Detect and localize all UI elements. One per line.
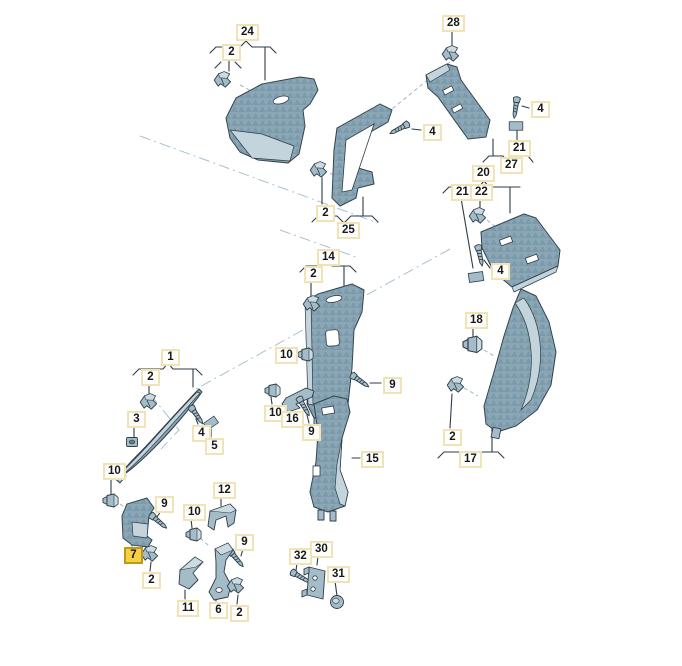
callout-5[interactable]: 5 [205,438,224,455]
callout-22[interactable]: 22 [470,184,493,201]
callout-2[interactable]: 2 [230,605,249,622]
part-25-frame-trim[interactable] [331,103,393,207]
callout-21[interactable]: 21 [508,140,531,157]
callout-2[interactable]: 2 [304,266,323,283]
callout-10[interactable]: 10 [275,347,298,364]
callout-32[interactable]: 32 [289,548,312,565]
part-24-quarter-trim[interactable] [225,76,319,164]
callout-2[interactable]: 2 [443,429,462,446]
callout-24[interactable]: 24 [236,24,259,41]
part-17-pillar-trim[interactable] [483,288,557,440]
part-11-bracket[interactable] [178,556,204,590]
callout-9[interactable]: 9 [235,534,254,551]
callout-17[interactable]: 17 [459,451,482,468]
part-30-plate[interactable] [301,566,326,600]
callout-1[interactable]: 1 [161,349,180,366]
callout-4[interactable]: 4 [423,124,442,141]
callout-10[interactable]: 10 [103,463,126,480]
callout-leader-lines [110,29,534,605]
callout-12[interactable]: 12 [213,482,236,499]
callout-31[interactable]: 31 [327,566,350,583]
callout-10[interactable]: 10 [183,504,206,521]
callout-15[interactable]: 15 [361,451,384,468]
callout-16[interactable]: 16 [281,411,304,428]
part-12-bracket[interactable] [207,503,237,531]
callout-11[interactable]: 11 [177,600,200,617]
callout-18[interactable]: 18 [465,312,488,329]
callout-20[interactable]: 20 [472,165,495,182]
callout-14[interactable]: 14 [317,249,340,266]
part-27-pillar-trim[interactable] [425,63,491,140]
callout-28[interactable]: 28 [442,15,465,32]
callout-9[interactable]: 9 [383,377,402,394]
callout-2[interactable]: 2 [142,572,161,589]
part-7-kick-panel[interactable] [121,497,155,548]
callout-4[interactable]: 4 [531,101,550,118]
callout-2[interactable]: 2 [141,369,160,386]
callout-2[interactable]: 2 [316,205,335,222]
callout-25[interactable]: 25 [337,222,360,239]
callout-2[interactable]: 2 [222,44,241,61]
callout-4[interactable]: 4 [491,263,510,280]
callout-6[interactable]: 6 [209,602,228,619]
guide-lines [139,135,451,450]
callout-9[interactable]: 9 [155,496,174,513]
callout-7-highlighted[interactable]: 7 [124,547,143,564]
callout-9[interactable]: 9 [302,424,321,441]
callout-30[interactable]: 30 [310,541,333,558]
callout-27[interactable]: 27 [500,157,523,174]
callout-3[interactable]: 3 [127,411,146,428]
callout-4[interactable]: 4 [192,425,211,442]
